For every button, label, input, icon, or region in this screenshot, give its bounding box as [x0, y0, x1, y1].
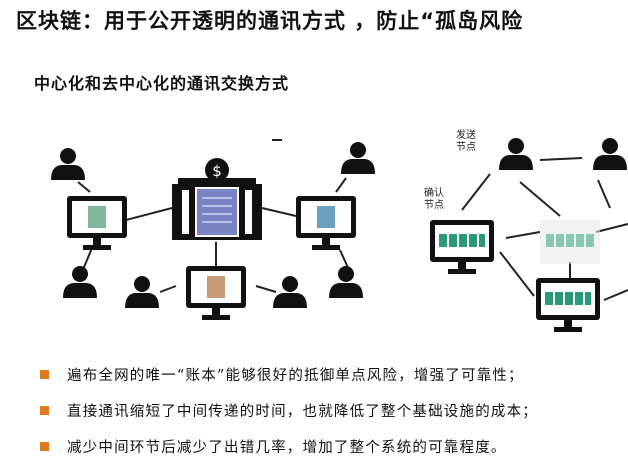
node-monitor-faded-icon — [540, 220, 600, 264]
list-item: 遍布全网的唯一“账本”能够很好的抵御单点风险，增强了可靠性； — [40, 356, 620, 392]
slide-title: 区块链：用于公开透明的通讯方式 ，防止“孤岛风险 — [16, 9, 524, 33]
user-silhouette-icon — [499, 138, 627, 170]
bullet-text: 遍布全网的唯一“账本”能够很好的抵御单点风险，增强了可靠性； — [67, 367, 524, 384]
p2p-links — [461, 157, 628, 301]
send-node-text: 发送 节点 — [456, 130, 476, 153]
network-diagram: $ — [0, 120, 628, 345]
slide-subtitle: 中心化和去中心化的通讯交换方式 — [34, 74, 290, 93]
node-monitor-icon — [536, 278, 600, 332]
bank-building-icon: $ — [172, 158, 262, 240]
computer-monitor-icon — [67, 196, 127, 250]
list-item: 减少中间环节后减少了出错几率，增加了整个系统的可靠程度。 — [40, 428, 620, 464]
bullet-list: 遍布全网的唯一“账本”能够很好的抵御单点风险，增强了可靠性； 直接通讯缩短了中间… — [40, 356, 620, 464]
bullet-text: 直接通讯缩短了中间传递的时间，也就降低了整个基础设施的成本； — [67, 403, 538, 420]
list-item: 直接通讯缩短了中间传递的时间，也就降低了整个基础设施的成本； — [40, 392, 620, 428]
bullet-square-icon — [40, 369, 49, 379]
bullet-square-icon — [40, 405, 49, 415]
dollar-sign: $ — [212, 162, 222, 180]
diagram-canvas: $ — [51, 138, 628, 332]
computer-monitor-icon — [296, 196, 356, 250]
node-monitor-icon — [430, 220, 494, 274]
computer-monitor-icon — [186, 266, 246, 320]
confirm-node-label: 确认 节点 — [424, 188, 444, 212]
bullet-square-icon — [40, 441, 49, 451]
send-node-label: 发送 节点 — [456, 130, 476, 154]
confirm-node-text: 确认 节点 — [424, 188, 444, 211]
bullet-text: 减少中间环节后减少了出错几率，增加了整个系统的可靠程度。 — [67, 439, 507, 456]
